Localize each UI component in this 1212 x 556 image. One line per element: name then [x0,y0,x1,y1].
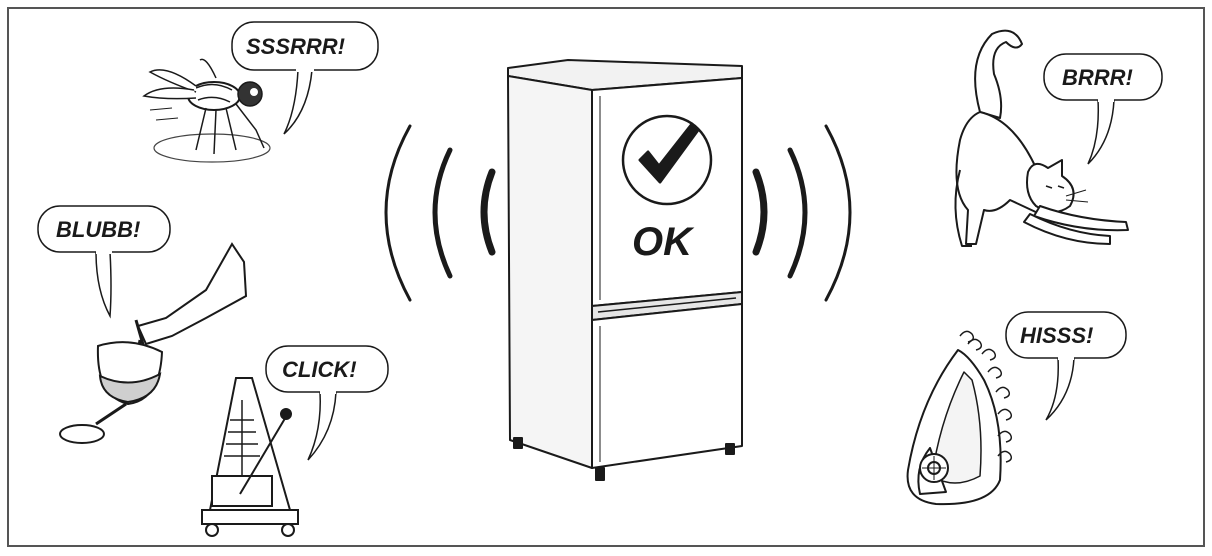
iron-sound-text: HISSS! [1020,323,1093,348]
wine-sound-text: BLUBB! [56,217,140,242]
speech-bubble-iron: HISSS! [1005,311,1127,421]
fly-icon [142,58,271,163]
sound-waves-right [752,124,852,302]
fridge-status-label: OK [632,220,695,264]
checkmark-icon [638,122,700,184]
fridge [507,59,743,481]
steam-icon [959,330,1013,463]
speech-bubble-cat: BRRR! [1043,53,1163,165]
metronome-sound-text: CLICK! [282,357,357,382]
wine-glass-icon [59,242,248,444]
iron-icon [906,349,1002,506]
cat-icon [954,29,1129,247]
speech-bubble-fly: SSSRRR! [231,21,379,135]
fly-sound-text: SSSRRR! [246,34,345,59]
speech-bubble-metronome: CLICK! [265,345,389,461]
cat-sound-text: BRRR! [1062,65,1133,90]
metronome-icon [201,377,299,537]
speech-bubble-wine: BLUBB! [37,205,171,319]
sound-waves-left [384,124,496,302]
